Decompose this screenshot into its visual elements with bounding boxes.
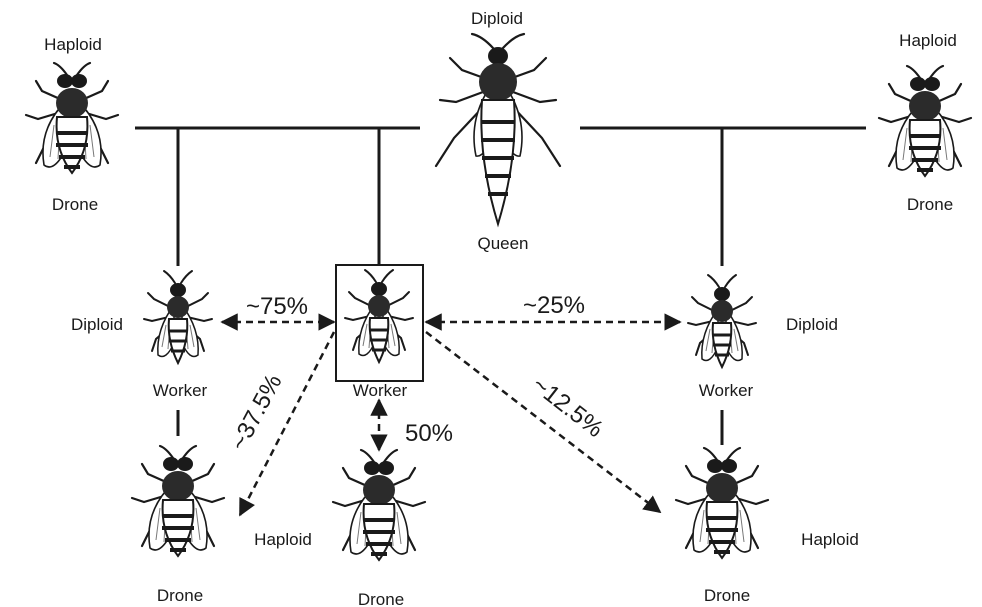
relatedness-own-son: 50% [405,420,453,447]
son-right-caste-label: Drone [704,586,750,605]
drone-left-caste-label: Drone [52,195,98,214]
drone-bee-icon [26,63,118,173]
worker-bee-icon [688,275,756,367]
worker-bee-icon [144,271,212,363]
relatedness-half-sister: ~25% [523,292,585,319]
son-right-ploidy-label: Haploid [801,530,859,549]
worker-right-caste-label: Worker [699,381,754,400]
worker-bee-icon [345,270,413,362]
drone-left-ploidy-label: Haploid [44,35,102,54]
drone-bee-icon [879,66,971,176]
worker-center-caste-label: Worker [353,381,408,400]
drone-right-ploidy-label: Haploid [899,31,957,50]
worker-left-caste-label: Worker [153,381,208,400]
drone-bee-icon [333,450,425,560]
queen-caste-label: Queen [477,234,528,253]
relatedness-full-sister: ~75% [246,293,308,320]
son-left-ploidy-label: Haploid [254,530,312,549]
queen-bee-icon [436,34,560,224]
son-center-caste-label: Drone [358,590,404,607]
queen-ploidy-label: Diploid [471,9,523,28]
worker-right-ploidy-label: Diploid [786,315,838,334]
son-left-caste-label: Drone [157,586,203,605]
drone-right-caste-label: Drone [907,195,953,214]
relatedness-half-sister-son: ~12.5% [527,371,608,443]
drone-bee-icon [676,448,768,558]
drone-bee-icon [132,446,224,556]
arrow-half-sister-son [426,332,660,512]
worker-left-ploidy-label: Diploid [71,315,123,334]
